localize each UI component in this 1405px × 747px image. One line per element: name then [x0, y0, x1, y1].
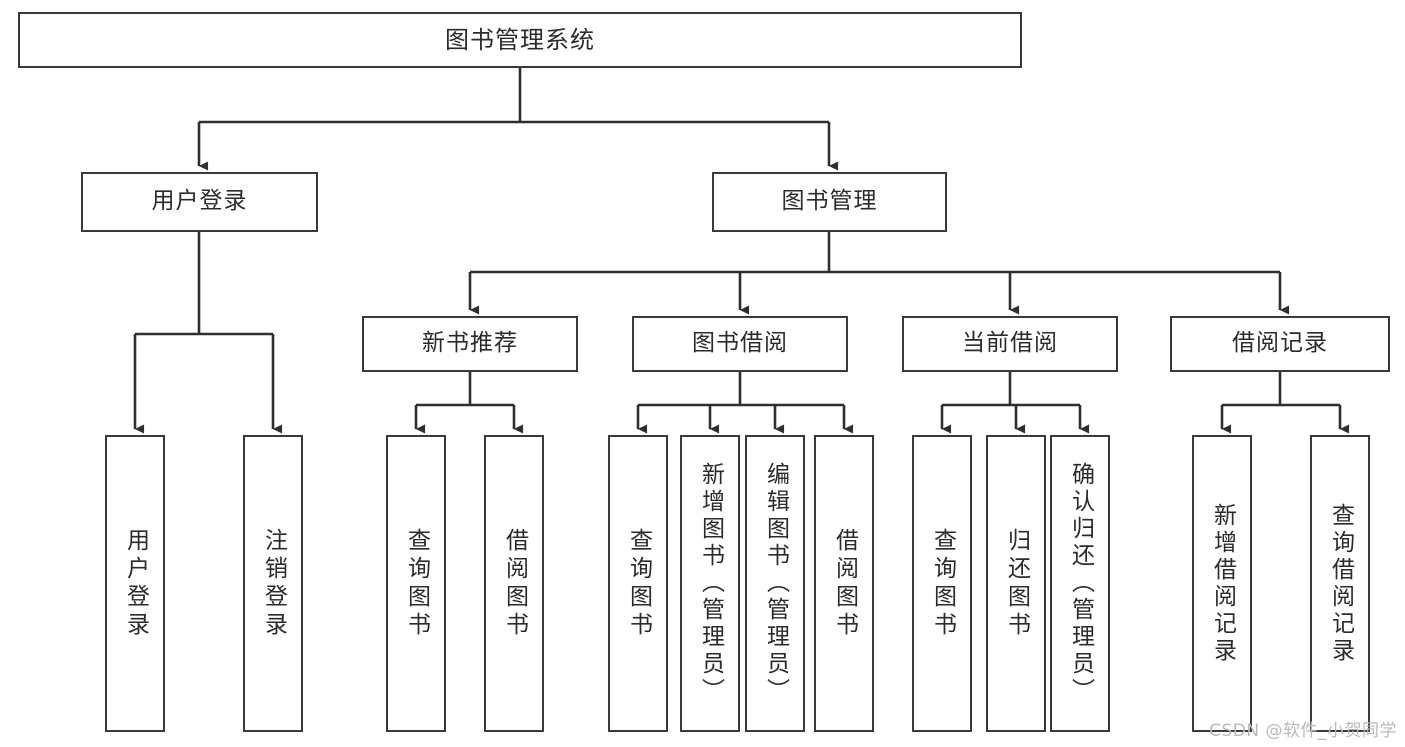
node-leaf-query-book-1[interactable]: 查询图书	[386, 435, 446, 732]
node-borrow-record-label: 借阅记录	[1232, 330, 1328, 357]
node-leaf-return-book[interactable]: 归还图书	[986, 435, 1046, 732]
node-leaf-confirm-return-label: 确认归还（管理员）	[1067, 462, 1094, 705]
node-user-login-label: 用户登录	[151, 188, 248, 215]
node-leaf-add-book[interactable]: 新增图书（管理员）	[680, 435, 740, 732]
node-new-book-recommend-label: 新书推荐	[422, 330, 518, 357]
node-leaf-add-book-label: 新增图书（管理员）	[697, 462, 724, 705]
node-leaf-confirm-return[interactable]: 确认归还（管理员）	[1050, 435, 1110, 732]
node-leaf-borrow-book-1-label: 借阅图书	[501, 527, 528, 640]
node-leaf-query-record-label: 查询借阅记录	[1327, 502, 1354, 665]
node-book-borrow-label: 图书借阅	[692, 330, 788, 357]
node-root-system[interactable]: 图书管理系统	[18, 12, 1022, 68]
node-leaf-query-record[interactable]: 查询借阅记录	[1310, 435, 1370, 732]
node-leaf-edit-book-label: 编辑图书（管理员）	[762, 462, 789, 705]
node-leaf-logout-login[interactable]: 注销登录	[243, 435, 303, 732]
node-book-borrow[interactable]: 图书借阅	[632, 316, 848, 372]
node-leaf-borrow-book-1[interactable]: 借阅图书	[484, 435, 544, 732]
node-leaf-add-record[interactable]: 新增借阅记录	[1192, 435, 1252, 732]
node-leaf-query-book-2-label: 查询图书	[625, 527, 652, 640]
node-leaf-user-login-label: 用户登录	[122, 527, 149, 640]
node-user-login[interactable]: 用户登录	[81, 172, 318, 232]
node-leaf-return-book-label: 归还图书	[1003, 527, 1030, 640]
node-book-manage[interactable]: 图书管理	[712, 172, 947, 232]
node-borrow-record[interactable]: 借阅记录	[1170, 316, 1390, 372]
node-leaf-borrow-book-2-label: 借阅图书	[831, 527, 858, 640]
node-leaf-query-book-3-label: 查询图书	[929, 527, 956, 640]
node-leaf-query-book-2[interactable]: 查询图书	[608, 435, 668, 732]
node-leaf-user-login[interactable]: 用户登录	[105, 435, 165, 732]
node-book-manage-label: 图书管理	[781, 188, 878, 215]
node-leaf-edit-book[interactable]: 编辑图书（管理员）	[745, 435, 805, 732]
node-current-borrow[interactable]: 当前借阅	[902, 316, 1118, 372]
csdn-watermark: CSDN @软件_小贺同学	[1209, 721, 1397, 741]
node-leaf-logout-login-label: 注销登录	[260, 527, 287, 640]
node-new-book-recommend[interactable]: 新书推荐	[362, 316, 578, 372]
node-leaf-add-record-label: 新增借阅记录	[1209, 502, 1236, 665]
node-leaf-query-book-1-label: 查询图书	[403, 527, 430, 640]
node-current-borrow-label: 当前借阅	[962, 330, 1058, 357]
node-leaf-borrow-book-2[interactable]: 借阅图书	[814, 435, 874, 732]
node-root-label: 图书管理系统	[445, 25, 595, 54]
node-leaf-query-book-3[interactable]: 查询图书	[912, 435, 972, 732]
